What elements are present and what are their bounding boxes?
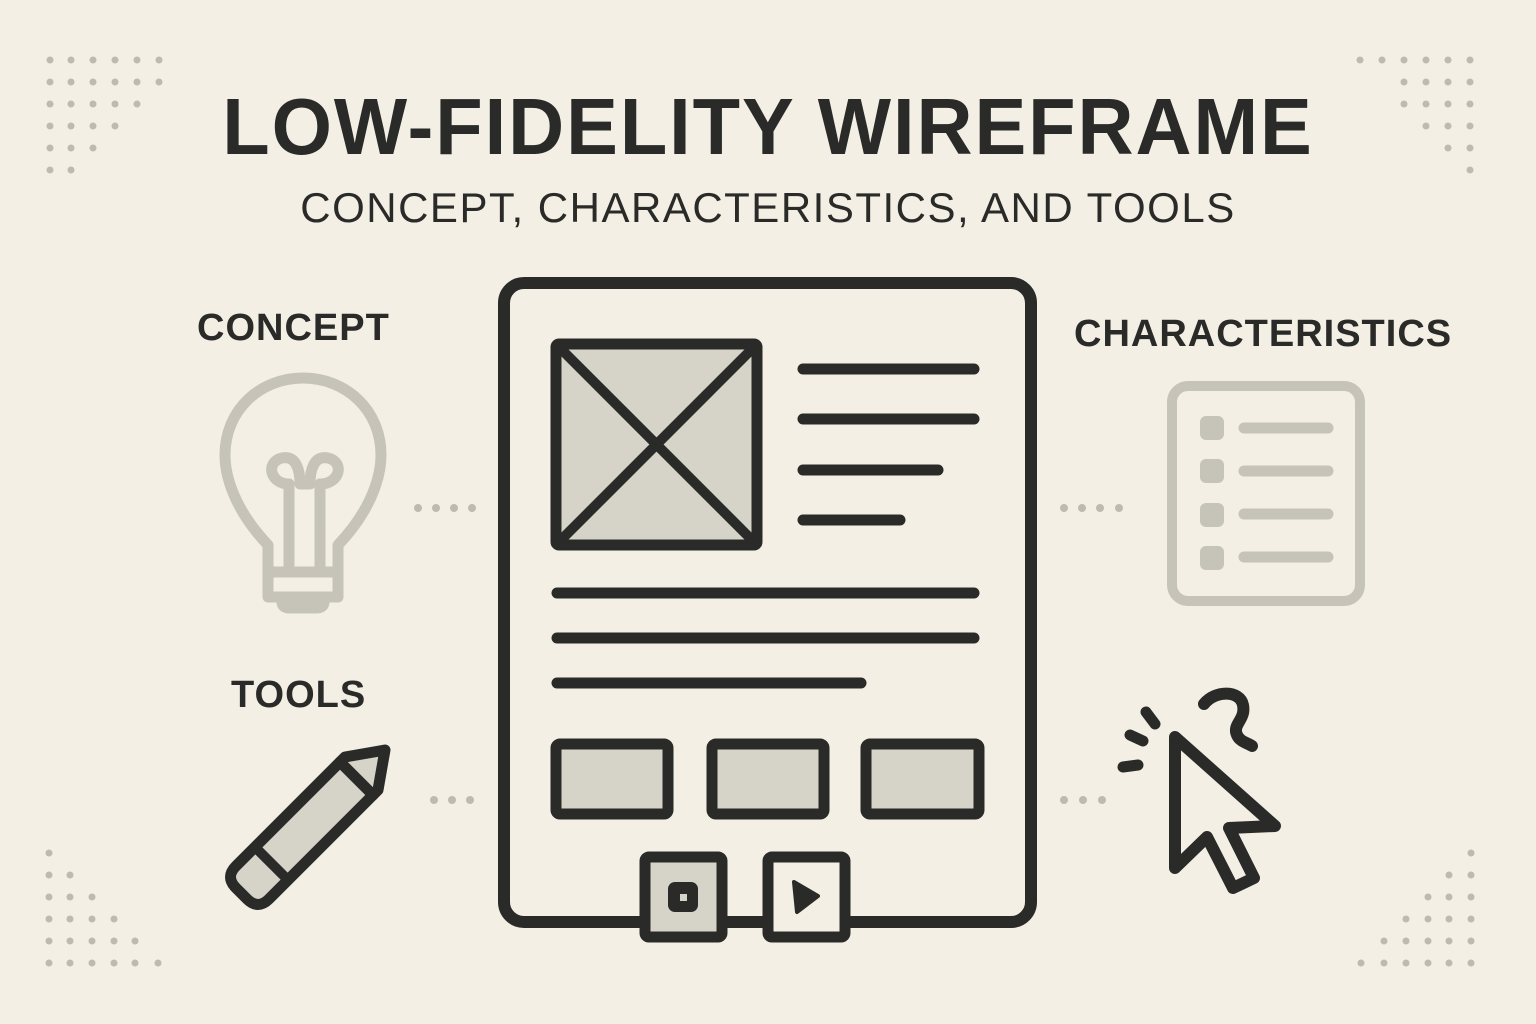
card-placeholder [706, 738, 830, 820]
concept-label: CONCEPT [197, 307, 390, 349]
corner-dots-bottom-right [1357, 849, 1475, 967]
text-lines [551, 363, 980, 689]
connector-dots-concept [414, 504, 476, 512]
page-subtitle: CONCEPT, CHARACTERISTICS, AND TOOLS [300, 184, 1236, 231]
card-placeholder [860, 738, 985, 820]
card-placeholders [550, 738, 985, 820]
card-placeholder [550, 738, 674, 820]
connector-dots-characteristics [1060, 504, 1123, 512]
stop-button[interactable] [639, 851, 728, 943]
corner-dots-top-left [46, 56, 163, 174]
corner-dots-top-right [1356, 56, 1474, 174]
page-title: LOW-FIDELITY WIREFRAME [222, 82, 1314, 171]
connector-dots-interaction [1060, 796, 1106, 804]
connector-dots-tools [430, 796, 474, 804]
play-button[interactable] [762, 851, 851, 943]
wireframe-mockup [498, 277, 1037, 943]
image-placeholder [550, 338, 763, 551]
characteristics-label: CHARACTERISTICS [1074, 313, 1453, 355]
lightbulb-icon [219, 372, 387, 614]
corner-dots-bottom-left [45, 849, 162, 967]
checklist-icon [1167, 381, 1365, 606]
pencil-icon [225, 744, 391, 910]
tools-label: TOOLS [231, 674, 367, 716]
cursor-click-question-icon [1117, 687, 1281, 894]
play-icon [792, 880, 820, 914]
